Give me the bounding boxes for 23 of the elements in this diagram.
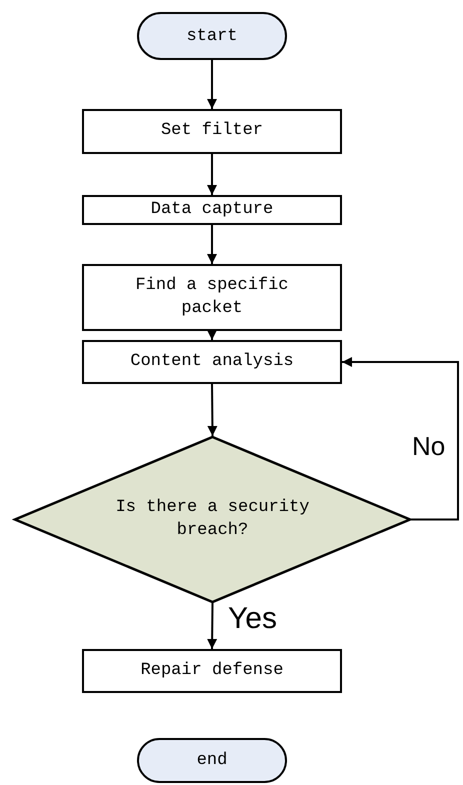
node-text: Is there a security breach? [114, 496, 310, 542]
process-box [82, 264, 342, 331]
arrow [207, 154, 217, 195]
terminal-box [137, 738, 287, 783]
process-box [82, 195, 342, 225]
node-text: Content analysis [129, 350, 295, 373]
process-box [82, 109, 342, 154]
process-box [82, 649, 342, 693]
node-text: Set filter [160, 120, 264, 142]
process-box [82, 340, 342, 384]
arrow [207, 330, 217, 340]
arrow [207, 60, 217, 109]
terminal-box [137, 12, 287, 60]
node-text: Data capture [150, 198, 274, 221]
node-text: Find a specific packet [134, 274, 290, 320]
arrow [207, 225, 217, 264]
arrow [207, 384, 218, 436]
node-text: Repair defense [140, 660, 284, 682]
arrow [207, 602, 218, 650]
node-text: end [196, 751, 228, 770]
node-text: start [186, 26, 238, 46]
arrow [342, 357, 459, 520]
decision-diamond [14, 436, 411, 603]
